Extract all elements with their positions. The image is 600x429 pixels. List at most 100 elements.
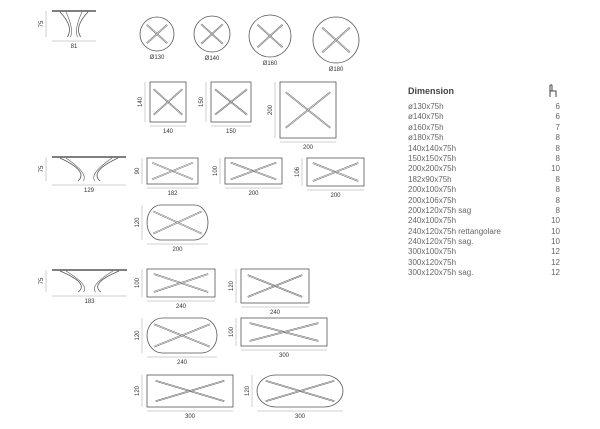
dimension-size: 300x120x75h [408,257,457,267]
dimension-size: 240x100x75h [408,216,457,226]
dimension-size: ø140x75h [408,112,444,122]
dimension-size: ø130x75h [408,102,444,111]
table-width-label: 150 [226,129,237,135]
side-profile [45,269,127,297]
dimension-seats: 6 [555,102,560,111]
table-depth-label: 100 [213,165,219,176]
dimension-row: 200x120x75h sag 8 [408,206,560,216]
profile-height-label: 75 [39,277,45,284]
table-width-label: 240 [176,304,187,310]
table-depth-label: 120 [135,330,141,341]
table-width-label: 200 [303,145,314,151]
dimension-seats: 10 [551,164,560,174]
profile-width-label: 129 [84,188,95,194]
dimension-seats: 12 [551,257,560,267]
dimension-size: 300x120x75h sag. [408,268,474,278]
table-square [144,81,187,127]
table-depth-label: 150 [199,96,205,107]
table-width-label: 200 [330,193,341,199]
table-width-label: 140 [163,129,174,135]
table-rect [141,374,234,412]
dimension-row: 240x100x75h 10 [408,216,560,226]
dimension-seats: 6 [555,112,560,122]
table-depth-label: 140 [138,96,144,107]
table-depth-label: 120 [245,385,251,396]
table-rect [301,157,365,191]
dimension-row: 200x200x75h 10 [408,164,560,174]
dimension-header: Dimension [408,84,560,102]
table-round [248,14,292,58]
table-square [205,81,252,127]
table-depth-label: 120 [135,217,141,228]
dimension-seats: 12 [551,268,560,278]
dimension-size: ø160x75h [408,122,444,132]
dimension-size: 300x100x75h [408,247,457,257]
table-width-label: 240 [177,360,188,366]
dimension-seats: 8 [555,133,560,143]
dimension-size: ø180x75h [408,133,444,143]
table-depth-label: 106 [295,166,301,177]
table-width-label: 300 [185,414,196,420]
dimension-seats: 10 [551,216,560,226]
table-rect [235,317,328,351]
dimension-size: 182x90x75h [408,174,452,184]
table-depth-label: 200 [268,104,274,115]
table-round [312,16,360,64]
dimension-row: 240x120x75h sag.10 [408,237,560,247]
table-rect [141,268,216,302]
side-profile [45,10,96,42]
dimension-row: ø160x75h 7 [408,123,560,133]
table-diameter-label: Ø160 [263,61,278,67]
side-profile [45,156,126,186]
table-width-label: 300 [279,353,290,359]
dimension-size: 200x200x75h [408,164,457,174]
dimension-row: 300x120x75h 12 [408,258,560,268]
dimension-row: 240x120x75h rettangolare 10 [408,227,560,237]
table-diameter-label: Ø140 [205,56,220,62]
dimension-seats: 8 [555,143,560,153]
dimension-row: ø130x75h 6 [408,102,560,112]
dimension-row: 300x100x75h 12 [408,247,560,257]
table-barrel [251,374,344,412]
dimension-seats: 8 [555,205,560,215]
table-diameter-label: Ø130 [150,55,165,61]
table-width-label: 182 [167,191,178,197]
table-round [193,15,231,53]
table-depth-label: 90 [135,167,141,174]
dimension-row: ø180x75h 8 [408,133,560,143]
dimension-seats: 7 [555,122,560,132]
table-width-label: 200 [248,191,259,197]
table-rect [219,157,283,189]
profile-height-label: 75 [39,165,45,172]
table-rect [141,157,199,189]
dimension-seats: 8 [555,153,560,163]
profile-width-label: 81 [71,44,78,50]
dimension-row: 182x90x75h 8 [408,175,560,185]
table-rect [235,268,310,308]
dimension-size: 200x120x75h sag [408,205,472,215]
table-barrel [141,204,209,245]
table-square [274,81,337,143]
dimension-row: 140x140x75h 8 [408,144,560,154]
profile-height-label: 75 [39,20,45,27]
table-width-label: 300 [295,414,306,420]
dimension-size: 240x120x75h rettangolare [408,226,501,236]
dimension-seats: 12 [551,247,560,257]
table-width-label: 240 [270,310,281,316]
table-width-label: 200 [172,247,183,253]
table-diameter-label: Ø180 [329,67,344,73]
dimension-seats: 8 [555,174,560,184]
dimension-row: ø140x75h 6 [408,112,560,122]
table-depth-label: 120 [135,385,141,396]
profile-width-label: 183 [84,299,95,305]
table-barrel [141,317,218,358]
dimension-row: 300x120x75h sag. 12 [408,268,560,278]
dimension-size: 140x140x75h [408,143,457,153]
table-depth-label: 100 [229,326,235,337]
dimension-seats: 10 [551,226,560,236]
